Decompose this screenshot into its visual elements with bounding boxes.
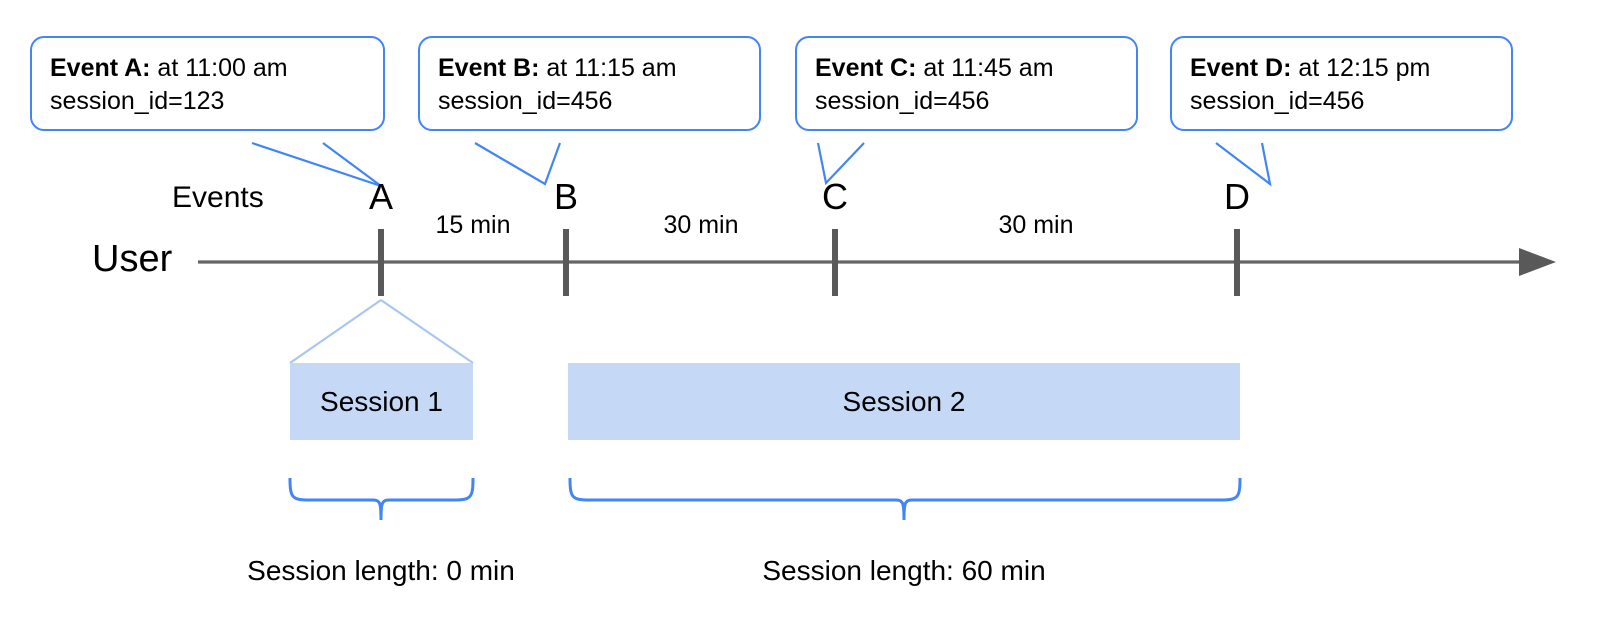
callout-a-line1: Event A: at 11:00 am: [50, 52, 365, 85]
session1-connectors: [289, 299, 474, 364]
session-1-length-label: Session length: 0 min: [247, 555, 515, 586]
row-label-events: Events: [172, 181, 264, 214]
callout-event-c[interactable]: Event C: at 11:45 am session_id=456: [795, 36, 1138, 131]
timeline-arrowhead: [1519, 248, 1556, 276]
callout-b-label: Event B:: [438, 54, 540, 82]
tick-label-c: C: [822, 176, 848, 217]
callout-c-line1: Event C: at 11:45 am: [815, 52, 1118, 85]
callout-event-a[interactable]: Event A: at 11:00 am session_id=123: [30, 36, 385, 131]
callout-b-line2: session_id=456: [438, 87, 613, 116]
callout-b-line1: Event B: at 11:15 am: [438, 52, 741, 85]
session-box-2-label: Session 2: [842, 385, 966, 417]
tick-label-b: B: [553, 176, 578, 217]
tick-label-d: D: [1224, 176, 1250, 217]
session2-brace: [568, 477, 1242, 521]
gap-label-a-b: 15 min: [435, 211, 511, 239]
callout-tail-a: [251, 141, 382, 188]
callout-tail-d: [1215, 142, 1272, 187]
callout-a-time: at 11:00 am: [150, 54, 288, 82]
session-box-1-label: Session 1: [320, 385, 443, 417]
tick-label-a: A: [368, 176, 393, 217]
callout-d-time: at 12:15 pm: [1291, 54, 1431, 82]
callout-a-label: Event A:: [50, 54, 151, 82]
session-2-length-label: Session length: 60 min: [762, 555, 1046, 586]
callout-event-b[interactable]: Event B: at 11:15 am session_id=456: [418, 36, 761, 131]
callout-a-line2: session_id=123: [50, 87, 225, 116]
callout-c-line2: session_id=456: [815, 87, 990, 116]
callout-c-label: Event C:: [815, 54, 917, 82]
session-box-2[interactable]: Session 2: [568, 363, 1240, 440]
callout-d-line2: session_id=456: [1190, 87, 1365, 116]
callout-tail-b: [474, 142, 562, 186]
callout-event-d[interactable]: Event D: at 12:15 pm session_id=456: [1170, 36, 1513, 131]
callout-b-time: at 11:15 am: [539, 54, 677, 82]
gap-label-c-d: 30 min: [998, 211, 1074, 239]
gap-label-b-c: 30 min: [663, 211, 739, 239]
row-label-user: User: [92, 238, 173, 280]
callout-c-time: at 11:45 am: [916, 54, 1054, 82]
callout-d-line1: Event D: at 12:15 pm: [1190, 52, 1493, 85]
callout-d-label: Event D:: [1190, 54, 1292, 82]
session-box-1[interactable]: Session 1: [290, 363, 473, 440]
session1-brace: [288, 477, 475, 521]
callout-tail-c: [816, 142, 865, 186]
